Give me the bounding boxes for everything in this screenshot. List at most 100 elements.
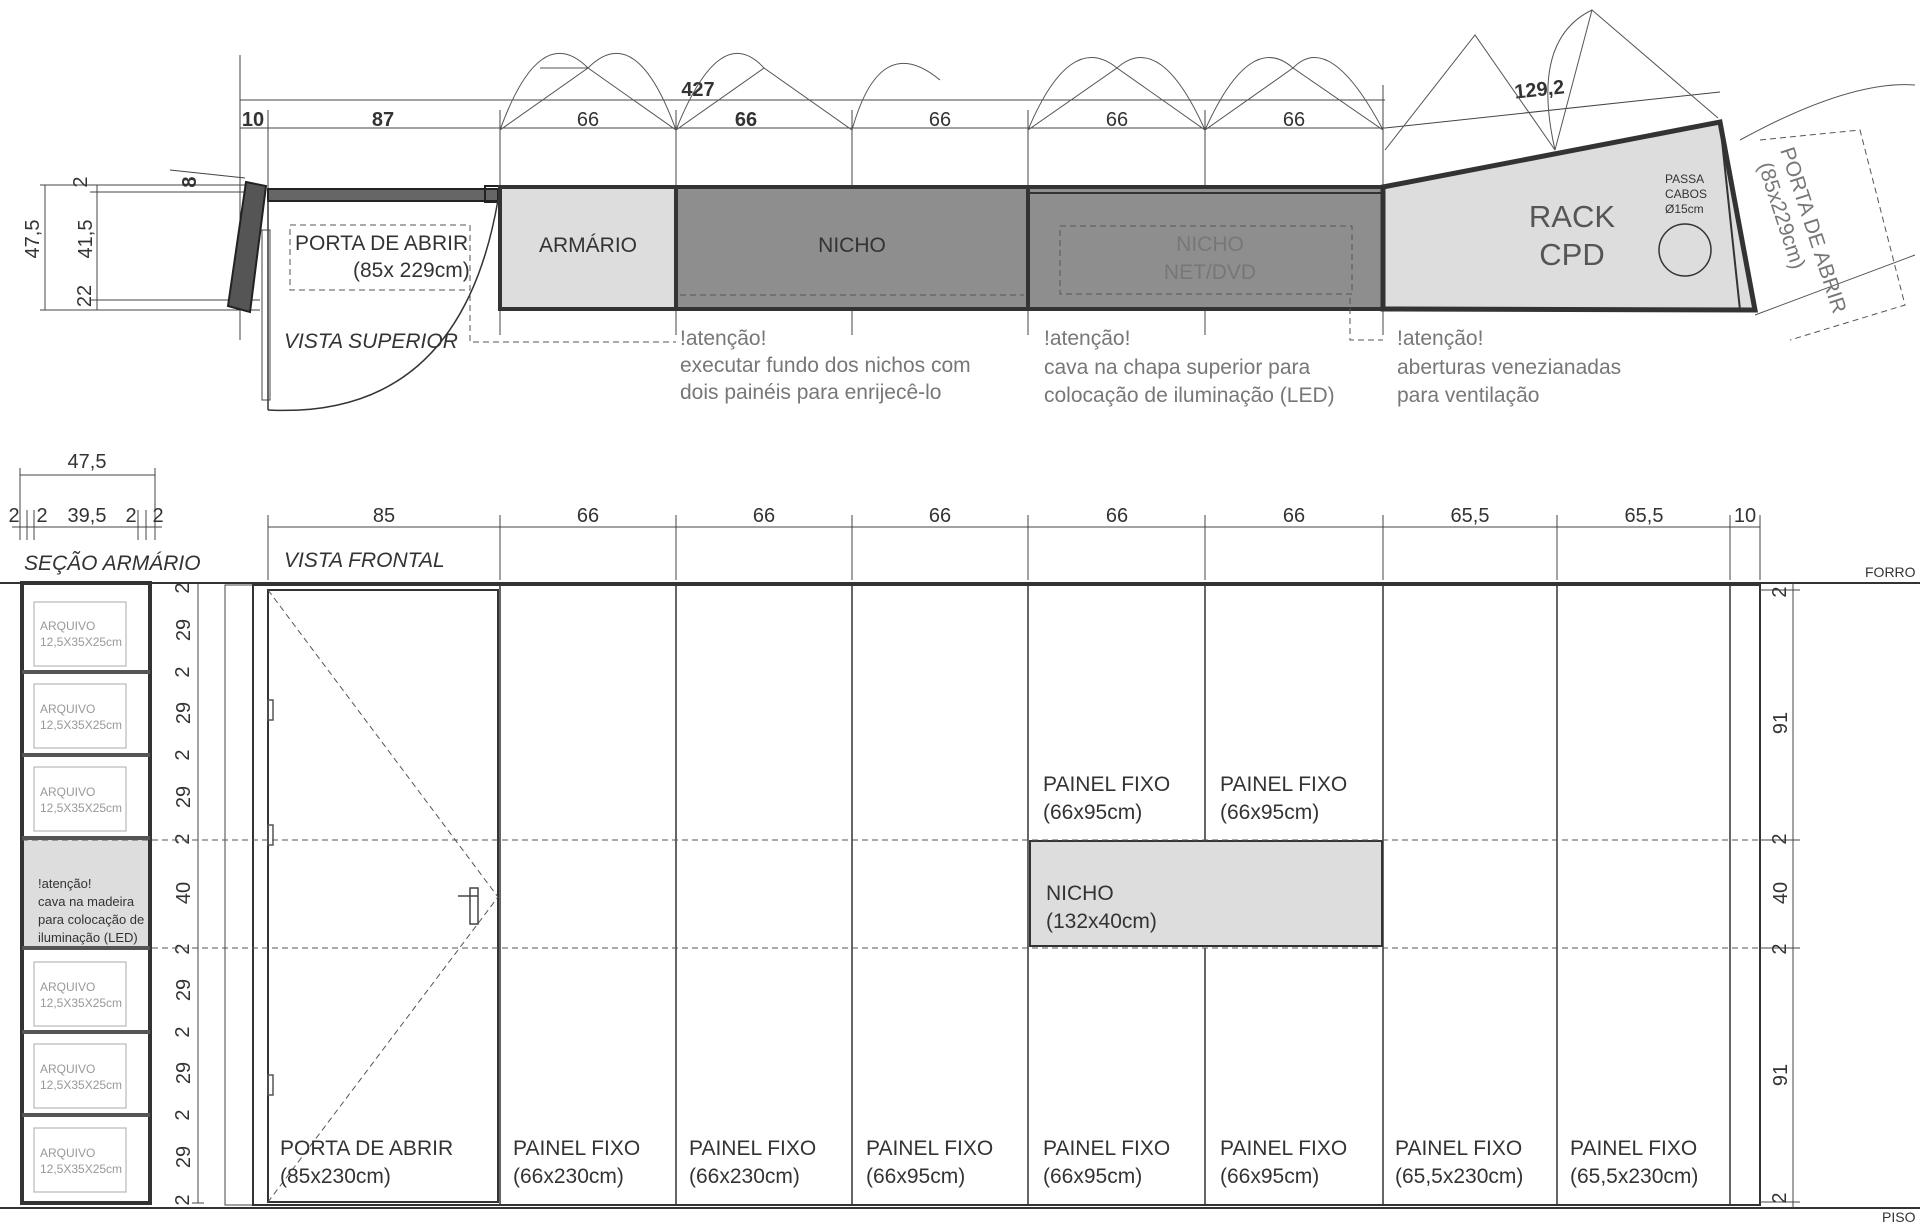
- svg-text:2: 2: [1769, 833, 1791, 844]
- svg-text:(66x95cm): (66x95cm): [1043, 1165, 1142, 1188]
- view-title-top: VISTA SUPERIOR: [284, 330, 458, 353]
- svg-text:para ventilação: para ventilação: [1397, 384, 1539, 407]
- svg-text:(66x95cm): (66x95cm): [1220, 1165, 1319, 1188]
- archive-box: ARQUIVO 12,5X35X25cm: [40, 1146, 122, 1176]
- dim-total: 427: [681, 79, 714, 101]
- svg-text:PAINEL FIXO: PAINEL FIXO: [866, 1137, 993, 1160]
- svg-text:12,5X35X25cm: 12,5X35X25cm: [40, 1078, 122, 1092]
- svg-text:29: 29: [173, 619, 195, 641]
- svg-text:2: 2: [172, 833, 194, 844]
- svg-text:(85x230cm): (85x230cm): [280, 1165, 391, 1188]
- svg-text:ARQUIVO: ARQUIVO: [40, 785, 95, 799]
- section-part: 2: [36, 505, 47, 527]
- dim-seg: 10: [242, 109, 264, 131]
- svg-text:ARQUIVO: ARQUIVO: [40, 1062, 95, 1076]
- section-armario: 47,5 2 2 39,5 2 2 SEÇÃO ARMÁRIO A: [8, 451, 204, 1206]
- svg-text:!atenção!: !atenção!: [1044, 327, 1130, 350]
- svg-text:PAINEL FIXO: PAINEL FIXO: [1220, 1137, 1347, 1160]
- svg-text:2: 2: [172, 749, 194, 760]
- svg-text:2: 2: [172, 1109, 194, 1120]
- section-width: 47,5: [68, 451, 107, 473]
- panel-label: PAINEL FIXO (65,5x230cm): [1570, 1137, 1698, 1188]
- svg-text:(66x95cm): (66x95cm): [1220, 801, 1319, 824]
- svg-text:2: 2: [1769, 1192, 1791, 1203]
- svg-text:!atenção!: !atenção!: [38, 876, 92, 891]
- svg-text:PAINEL FIXO: PAINEL FIXO: [1220, 773, 1347, 796]
- svg-text:cava na chapa superior para: cava na chapa superior para: [1044, 356, 1310, 379]
- dim-left: 2: [70, 176, 92, 187]
- section-part: 2: [152, 505, 163, 527]
- svg-text:(65,5x230cm): (65,5x230cm): [1570, 1165, 1698, 1188]
- svg-text:29: 29: [173, 1062, 195, 1084]
- archive-box: ARQUIVO 12,5X35X25cm: [40, 619, 122, 649]
- note-led: !atenção! cava na chapa superior para co…: [1044, 327, 1335, 407]
- svg-text:PAINEL FIXO: PAINEL FIXO: [689, 1137, 816, 1160]
- piso-label: PISO: [1882, 1209, 1916, 1225]
- svg-text:12,5X35X25cm: 12,5X35X25cm: [40, 635, 122, 649]
- front-dimensions: 85 66 66 66 66 66 65,5 65,5 10 VISTA FRO…: [267, 505, 1916, 1225]
- svg-text:91: 91: [1770, 1064, 1792, 1086]
- svg-text:(66x230cm): (66x230cm): [513, 1165, 624, 1188]
- svg-text:2: 2: [172, 582, 194, 593]
- svg-text:para colocação de: para colocação de: [38, 912, 144, 927]
- panel-label: PORTA DE ABRIR (85x230cm): [280, 1137, 453, 1188]
- svg-text:91: 91: [1770, 712, 1792, 734]
- section-part: 2: [125, 505, 136, 527]
- svg-text:iluminação (LED): iluminação (LED): [38, 930, 138, 945]
- note-ventilacao: !atenção! aberturas venezianadas para ve…: [1397, 327, 1621, 407]
- archive-box: ARQUIVO 12,5X35X25cm: [40, 785, 122, 815]
- svg-text:PAINEL FIXO: PAINEL FIXO: [1395, 1137, 1522, 1160]
- svg-text:(66x95cm): (66x95cm): [1043, 801, 1142, 824]
- dim-seg: 66: [1106, 109, 1128, 131]
- svg-text:(132x40cm): (132x40cm): [1046, 910, 1157, 933]
- door-label: PORTA DE ABRIR: [295, 232, 468, 255]
- svg-text:PORTA DE ABRIR: PORTA DE ABRIR: [280, 1137, 453, 1160]
- armario-label: ARMÁRIO: [539, 234, 637, 257]
- cable-hole: [1658, 223, 1712, 277]
- rack-label: CPD: [1539, 237, 1604, 272]
- archive-box: ARQUIVO 12,5X35X25cm: [40, 702, 122, 732]
- nicho-net-label: NET/DVD: [1164, 261, 1256, 284]
- svg-text:(66x230cm): (66x230cm): [689, 1165, 800, 1188]
- svg-text:12,5X35X25cm: 12,5X35X25cm: [40, 801, 122, 815]
- rack-label: RACK: [1529, 199, 1615, 234]
- dim-angled: 129,2: [1513, 76, 1565, 103]
- section-title: SEÇÃO ARMÁRIO: [24, 551, 201, 575]
- svg-text:29: 29: [173, 979, 195, 1001]
- front-dim: 66: [929, 505, 951, 527]
- svg-text:12,5X35X25cm: 12,5X35X25cm: [40, 1162, 122, 1176]
- dim-left: 41,5: [75, 220, 97, 259]
- svg-text:29: 29: [173, 702, 195, 724]
- svg-text:2: 2: [172, 1194, 194, 1205]
- svg-text:12,5X35X25cm: 12,5X35X25cm: [40, 718, 122, 732]
- front-nicho: [1029, 840, 1383, 947]
- front-view: PAINEL FIXO (66x95cm) PAINEL FIXO (66x95…: [0, 582, 1920, 1209]
- svg-text:ARQUIVO: ARQUIVO: [40, 980, 95, 994]
- svg-text:40: 40: [1770, 882, 1792, 904]
- svg-text:(66x95cm): (66x95cm): [866, 1165, 965, 1188]
- dim-left: 47,5: [22, 220, 44, 259]
- panel-label: PAINEL FIXO (65,5x230cm): [1395, 1137, 1523, 1188]
- svg-text:dois painéis para enrijecê-lo: dois painéis para enrijecê-lo: [680, 381, 942, 404]
- top-view: 427 10 87 66 66 66 66 66 129,2: [22, 9, 1916, 412]
- front-dim: 66: [753, 505, 775, 527]
- svg-text:40: 40: [173, 882, 195, 904]
- dim-seg: 66: [1283, 109, 1305, 131]
- section-heights: 2 29 2 29 2 29 2 40 2 29 2 29 2 29 2: [172, 582, 195, 1205]
- section-part: 39,5: [68, 505, 107, 527]
- svg-text:aberturas venezianadas: aberturas venezianadas: [1397, 356, 1621, 379]
- dim-seg: 66: [735, 109, 757, 131]
- dim-seg: 66: [929, 109, 951, 131]
- front-dim: 65,5: [1625, 505, 1664, 527]
- passa-cabos: Ø15cm: [1665, 202, 1704, 216]
- svg-text:2: 2: [172, 666, 194, 677]
- nicho-net-label: NICHO: [1176, 233, 1244, 256]
- svg-text:PAINEL FIXO: PAINEL FIXO: [1570, 1137, 1697, 1160]
- upper-panel: PAINEL FIXO (66x95cm): [1043, 773, 1170, 824]
- door-handle-icon: [458, 887, 479, 925]
- nicho-panel: NICHO (132x40cm): [1046, 882, 1157, 933]
- front-dim: 66: [577, 505, 599, 527]
- svg-text:(65,5x230cm): (65,5x230cm): [1395, 1165, 1523, 1188]
- panel-label: PAINEL FIXO (66x230cm): [689, 1137, 816, 1188]
